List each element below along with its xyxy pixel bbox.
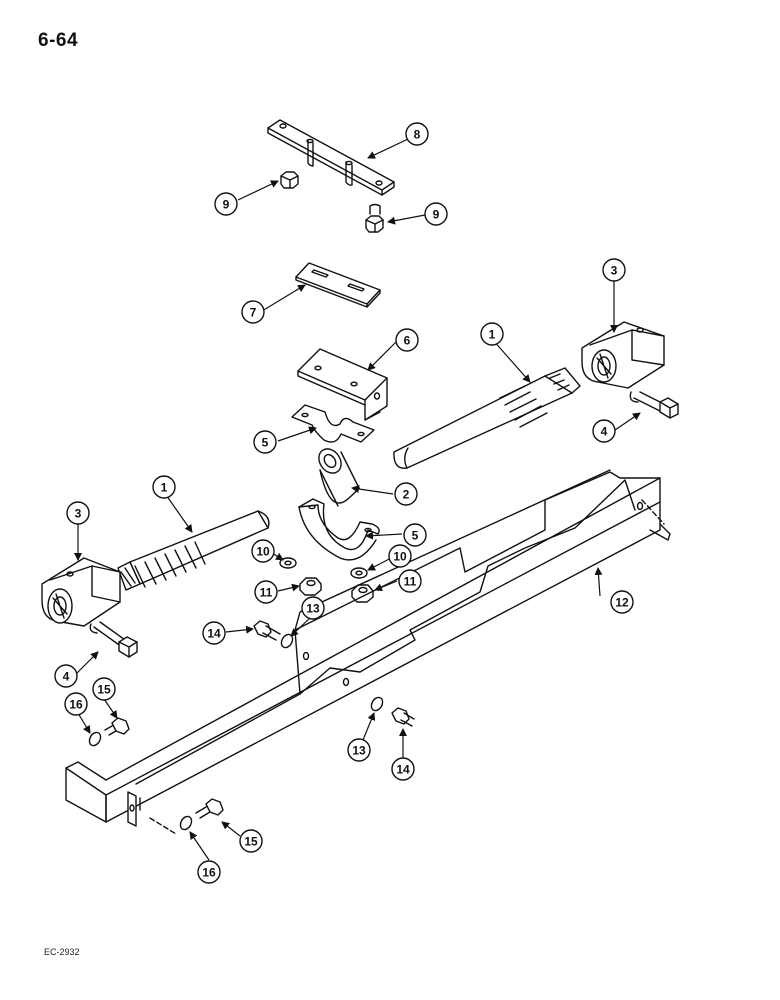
callout-number: 14 <box>396 763 410 777</box>
callout-number: 6 <box>404 334 411 348</box>
splined-shaft-part-1-upper <box>393 367 581 469</box>
callout-c4a: 4 <box>592 419 616 443</box>
figure-code: EC-2932 <box>44 947 80 957</box>
callout-number: 7 <box>250 306 257 320</box>
washer-part-10-left <box>279 557 297 569</box>
coupler-part-3-lower <box>41 557 121 627</box>
nut-part-11-left <box>299 577 322 596</box>
callout-c9a: 9 <box>214 192 238 216</box>
callout-number: 11 <box>260 586 273 600</box>
callout-number: 5 <box>262 436 269 450</box>
washer-part-16-lower <box>179 815 193 831</box>
callout-c1a: 1 <box>480 322 504 346</box>
callout-c3a: 3 <box>602 258 626 282</box>
callout-number: 13 <box>306 602 320 616</box>
callout-c1b: 1 <box>152 475 176 499</box>
flange-bolt-part-4-lower <box>89 621 138 658</box>
nut-part-11-right <box>351 584 374 603</box>
callout-c11a: 11 <box>254 580 278 604</box>
callout-number: 3 <box>611 264 618 278</box>
callout-c9b: 9 <box>424 202 448 226</box>
callout-number: 10 <box>256 545 270 559</box>
strap-clamp-part-5-upper <box>291 404 375 443</box>
callout-c5b: 5 <box>403 523 427 547</box>
bolt-part-14-lower <box>391 707 415 727</box>
callout-c11b: 11 <box>398 569 422 593</box>
washer-part-10-right <box>350 567 368 579</box>
callout-number: 4 <box>601 425 608 439</box>
callout-c15b: 15 <box>239 829 263 853</box>
bolt-part-14-upper <box>253 620 281 641</box>
callout-c4b: 4 <box>54 664 78 688</box>
flange-bolt-part-4-upper <box>629 391 679 419</box>
callout-number: 2 <box>403 488 410 502</box>
callout-c6: 6 <box>395 328 419 352</box>
callout-number: 9 <box>433 208 440 222</box>
callout-c7: 7 <box>241 300 265 324</box>
callout-c16a: 16 <box>64 692 88 716</box>
rubber-bushing-part-2 <box>318 448 360 507</box>
callout-c15a: 15 <box>92 677 116 701</box>
bolt-part-15-upper <box>104 717 130 736</box>
callout-c8: 8 <box>405 122 429 146</box>
splined-shaft-part-1-lower <box>117 510 270 591</box>
u-clamp-part-5-lower <box>298 498 380 561</box>
callout-number: 16 <box>69 698 83 712</box>
callout-c12: 12 <box>610 590 634 614</box>
callout-number: 3 <box>75 507 82 521</box>
channel-guard-part-12 <box>65 469 671 827</box>
callout-number: 1 <box>489 328 496 342</box>
callout-number: 1 <box>161 481 168 495</box>
callout-c2: 2 <box>394 482 418 506</box>
washer-part-16-upper <box>88 731 102 747</box>
callout-number: 15 <box>97 683 111 697</box>
callout-number: 9 <box>223 198 230 212</box>
callout-number: 5 <box>412 529 419 543</box>
bracket-part-6 <box>297 348 388 421</box>
callout-number: 13 <box>352 744 366 758</box>
callout-c10a: 10 <box>251 539 275 563</box>
shim-plate-part-7 <box>295 262 381 308</box>
plate-part-8 <box>267 119 395 196</box>
callout-number: 10 <box>393 550 407 564</box>
callout-c10b: 10 <box>388 544 412 568</box>
bolt-part-9-right <box>365 203 384 233</box>
callout-c13a: 13 <box>301 596 325 620</box>
callout-number: 12 <box>615 596 629 610</box>
callout-c14b: 14 <box>391 757 415 781</box>
bolt-part-15-lower <box>195 798 224 819</box>
washer-part-13-lower <box>370 696 384 712</box>
callout-number: 4 <box>63 670 70 684</box>
page-number: 6-64 <box>38 30 79 51</box>
callout-number: 15 <box>244 835 258 849</box>
callout-number: 16 <box>202 866 216 880</box>
callout-number: 8 <box>414 128 421 142</box>
bolt-part-9-left <box>280 171 299 189</box>
callout-c13b: 13 <box>347 738 371 762</box>
callout-number: 14 <box>207 627 221 641</box>
callout-c16b: 16 <box>197 860 221 884</box>
callout-number: 11 <box>404 575 417 589</box>
callout-c5a: 5 <box>253 430 277 454</box>
callout-c3b: 3 <box>66 501 90 525</box>
coupler-part-3-upper <box>581 321 665 389</box>
callout-c14a: 14 <box>202 621 226 645</box>
